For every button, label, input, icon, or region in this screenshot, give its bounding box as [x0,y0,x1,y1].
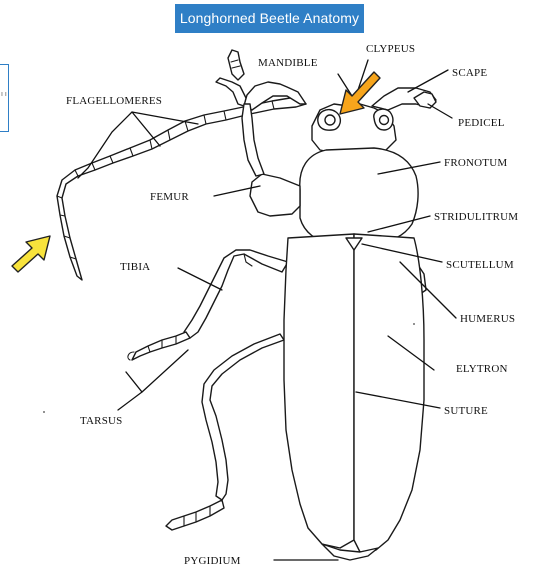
head [312,104,396,154]
label-pedicel: PEDICEL [458,117,505,129]
pronotum [300,148,418,244]
beetle-illustration [57,50,436,560]
label-flagellomeres: FLAGELLOMERES [66,95,162,107]
label-fronotum: FRONOTUM [444,157,507,169]
label-femur: FEMUR [150,191,189,203]
label-tarsus: TARSUS [80,415,123,427]
label-clypeus: CLYPEUS [366,43,415,55]
front-left-leg [242,104,300,216]
antenna-pointer-arrow-icon [12,236,50,272]
elytra [284,234,424,560]
label-tibia: TIBIA [120,261,150,273]
label-suture: SUTURE [444,405,488,417]
hind-left-leg [166,334,284,530]
left-eye-pupil [325,115,335,125]
right-eye-pupil [380,116,389,125]
label-mandible: MANDIBLE [258,57,318,69]
label-scutellum: SCUTELLUM [446,259,514,271]
label-pygidium: PYGIDIUM [184,555,241,567]
label-stridulitrum: STRIDULITRUM [434,211,518,223]
label-elytron: ELYTRON [456,363,508,375]
label-humerus: HUMERUS [460,313,515,325]
left-elytron [284,234,354,548]
label-scape: SCAPE [452,67,487,79]
right-antenna [372,88,436,110]
